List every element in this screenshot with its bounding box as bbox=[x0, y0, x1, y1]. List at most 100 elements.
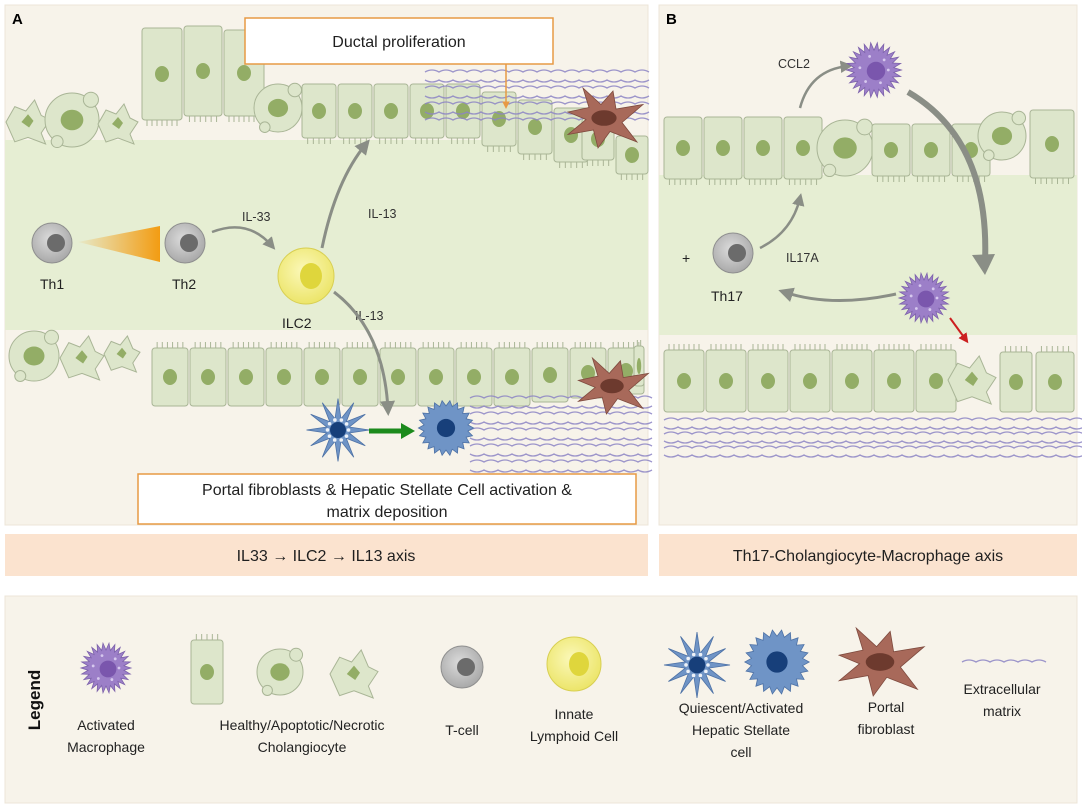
duct-top-wall bbox=[5, 25, 649, 180]
t-cell-icon bbox=[31, 222, 73, 264]
ccl2-label: CCL2 bbox=[778, 57, 810, 71]
cholangiocyte-icon bbox=[265, 342, 303, 407]
apoptotic-cholangiocyte-icon bbox=[816, 118, 874, 178]
t-cell-icon bbox=[164, 222, 206, 264]
necrotic-cholangiocyte-icon bbox=[97, 103, 139, 145]
cholangiocyte-icon bbox=[789, 344, 831, 413]
legend-stellate-line3: cell bbox=[730, 744, 751, 760]
legend-matrix-line1: Extracellular bbox=[963, 681, 1040, 697]
apoptotic-cholangiocyte-icon bbox=[977, 110, 1027, 161]
th2-label: Th2 bbox=[172, 276, 196, 292]
legend-ilc-line2: Lymphoid Cell bbox=[530, 728, 618, 744]
il13-up-arrow bbox=[320, 139, 370, 249]
il13-up-label: IL-13 bbox=[368, 207, 397, 221]
panel-a-caption: IL33 → ILC2 → IL13 axis bbox=[237, 548, 416, 565]
ilc2-label: ILC2 bbox=[282, 315, 312, 331]
macrophage-to-th17-arrow bbox=[778, 287, 897, 303]
legend-fibroblast-line1: Portal bbox=[868, 699, 905, 715]
legend-cholangiocyte-line2: Cholangiocyte bbox=[258, 739, 347, 755]
cholangiocyte-icon bbox=[141, 27, 183, 126]
cholangiocyte-icon bbox=[373, 83, 409, 144]
activated-stellate-cell-icon bbox=[417, 399, 475, 457]
cholangiocyte-icon bbox=[493, 342, 531, 407]
panel-a-lumen bbox=[5, 140, 648, 330]
panel-a-caption-bar bbox=[5, 534, 648, 576]
cholangiocyte-icon bbox=[517, 99, 553, 160]
plus-sign: + bbox=[682, 250, 690, 266]
cholangiocyte-icon bbox=[911, 123, 951, 182]
legend-title: Legend bbox=[25, 670, 44, 730]
activation-box bbox=[137, 473, 637, 525]
quiescent-stellate-cell-icon bbox=[663, 631, 731, 699]
legend-fibroblast-line2: fibroblast bbox=[858, 721, 915, 737]
il33-arrow bbox=[211, 226, 276, 250]
duct-top-wall bbox=[663, 109, 1075, 185]
cholangiocyte-icon bbox=[831, 344, 873, 413]
activation-box-line1: Portal fibroblasts & Hepatic Stellate Ce… bbox=[202, 482, 572, 499]
legend-macrophage-line2: Macrophage bbox=[67, 739, 145, 755]
portal-fibroblast-icon bbox=[576, 356, 650, 415]
activation-box-line2: matrix deposition bbox=[327, 504, 448, 521]
legend-cholangiocyte-line1: Healthy/Apoptotic/Necrotic bbox=[220, 717, 385, 733]
activated-stellate-cell-icon bbox=[743, 629, 811, 695]
cholangiocyte-icon bbox=[705, 344, 747, 413]
cholangiocyte-icon bbox=[703, 116, 743, 185]
panel-a: A Ductal proliferation Th1 Th2 IL-33 bbox=[4, 4, 653, 526]
legend: Legend Activated Macrophage Healthy/Apop… bbox=[4, 595, 1078, 804]
portal-fibroblast-icon bbox=[837, 626, 926, 697]
cholangiocyte-icon bbox=[999, 346, 1033, 413]
necrotic-cholangiocyte-icon bbox=[329, 649, 379, 699]
cholangiocyte-icon bbox=[663, 116, 703, 185]
cholangiocyte-icon bbox=[417, 342, 455, 407]
quiescent-stellate-cell-icon bbox=[306, 398, 370, 462]
legend-matrix-line2: matrix bbox=[983, 703, 1021, 719]
th1-label: Th1 bbox=[40, 276, 64, 292]
activation-arrow-head bbox=[401, 423, 415, 439]
ductal-proliferation-label: Ductal proliferation bbox=[332, 34, 465, 51]
panel-a-letter: A bbox=[12, 11, 23, 28]
cholangiocyte-icon bbox=[783, 116, 823, 185]
legend-ilc-line1: Innate bbox=[555, 706, 594, 722]
cholangiocyte-icon bbox=[455, 342, 493, 407]
apoptotic-cholangiocyte-icon bbox=[256, 647, 304, 696]
cholangiocyte-icons bbox=[190, 634, 379, 705]
cholangiocyte-icon bbox=[183, 25, 223, 122]
panel-b-letter: B bbox=[666, 11, 677, 28]
signal-cone bbox=[78, 226, 160, 262]
activated-macrophage-icon bbox=[845, 41, 903, 99]
cholangiocyte-icon bbox=[871, 123, 911, 182]
cholangiocyte-icon bbox=[1035, 346, 1075, 413]
cholangiocyte-icon bbox=[409, 83, 445, 144]
ccl2-arrow bbox=[798, 60, 853, 109]
panel-b: B CCL2 + Th17 IL17A bbox=[658, 4, 1082, 526]
apoptotic-cholangiocyte-icon bbox=[44, 91, 100, 149]
legend-stellate-line1: Quiescent/Activated bbox=[679, 700, 804, 716]
activated-macrophage-icon bbox=[897, 271, 951, 325]
cholangiocyte-icon bbox=[189, 342, 227, 407]
necrotic-cholangiocyte-icon bbox=[103, 335, 141, 373]
legend-macrophage-line1: Activated bbox=[77, 717, 135, 733]
matrix-bottom bbox=[663, 417, 1082, 458]
cholangiocyte-icon bbox=[151, 342, 189, 407]
cholangiocyte-icon bbox=[615, 135, 649, 180]
il13-down-arrow bbox=[333, 290, 396, 416]
portal-fibroblast-icon bbox=[566, 86, 645, 149]
matrix-bottom bbox=[469, 395, 653, 473]
legend-background bbox=[4, 595, 1078, 804]
cholangiocyte-icon bbox=[301, 83, 337, 144]
th17-label: Th17 bbox=[711, 288, 743, 304]
apoptotic-cholangiocyte-icon bbox=[8, 329, 60, 382]
damage-arrow bbox=[949, 317, 969, 344]
il17a-label: IL17A bbox=[786, 251, 819, 265]
legend-tcell-line1: T-cell bbox=[445, 722, 478, 738]
il33-label: IL-33 bbox=[242, 210, 271, 224]
duct-bottom-wall bbox=[663, 344, 1075, 413]
t-cell-icon bbox=[440, 645, 484, 689]
cholangiocyte-icon bbox=[190, 634, 224, 705]
cholangiocyte-icon bbox=[1029, 109, 1075, 184]
cholangiocyte-icon bbox=[303, 342, 341, 407]
cholangiocyte-icon bbox=[379, 342, 417, 407]
cholangiocyte-icon bbox=[663, 344, 705, 413]
cholangiocyte-icon bbox=[747, 344, 789, 413]
